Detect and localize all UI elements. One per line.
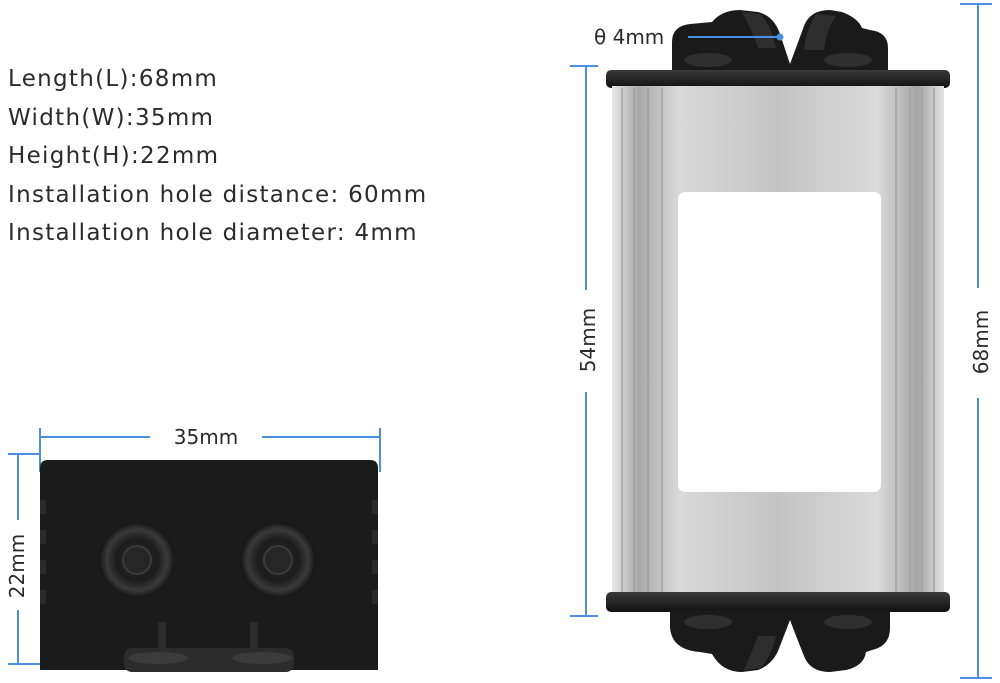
- spec-width: Width(W):35mm: [8, 104, 215, 131]
- hole-diameter-label: θ 4mm: [594, 25, 664, 49]
- cable-gland-left: [99, 522, 175, 598]
- top-mounting-ear: [672, 10, 888, 74]
- dimension-lines: [8, 3, 992, 679]
- body-ridges: [621, 88, 935, 592]
- label-panel: [678, 192, 881, 492]
- width-label: 35mm: [174, 425, 238, 449]
- inner-length-label: 54mm: [576, 308, 600, 372]
- housing-end-view: [40, 460, 378, 672]
- housing-top-view: [606, 10, 950, 672]
- bottom-mounting-ear: [670, 610, 890, 672]
- cable-gland-right: [240, 522, 316, 598]
- bottom-end-cap: [606, 592, 950, 612]
- spec-hole-diameter: Installation hole diameter: 4mm: [8, 220, 418, 246]
- side-ridges: [40, 500, 378, 604]
- total-length-label: 68mm: [969, 310, 993, 374]
- specification-list: Length(L):68mm Width(W):35mm Height(H):2…: [8, 60, 427, 253]
- hole-marker-dot: [776, 33, 784, 41]
- height-label: 22mm: [5, 534, 29, 598]
- top-end-cap: [606, 70, 950, 88]
- spec-length: Length(L):68mm: [8, 66, 219, 92]
- spec-hole-distance: Installation hole distance: 60mm: [8, 181, 428, 208]
- spec-height: Height(H):22mm: [8, 143, 220, 169]
